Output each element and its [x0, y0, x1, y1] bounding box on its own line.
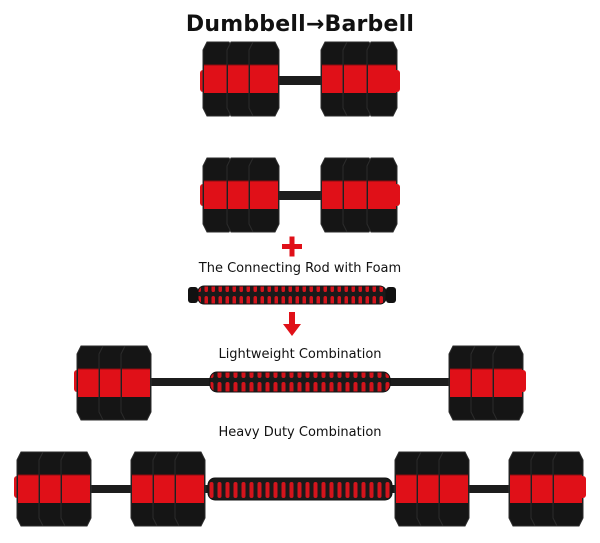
dumbbell-bottom-image [200, 157, 400, 233]
connecting-rod-image [188, 285, 396, 305]
dumbbell-top-image [200, 41, 400, 117]
lightweight-barbell-image [74, 345, 526, 421]
heavy-duty-combination-label: Heavy Duty Combination [218, 425, 382, 440]
arrow-down-icon [283, 312, 301, 336]
page-title: Dumbbell→Barbell [185, 12, 415, 37]
heavy-duty-barbell-image [14, 451, 586, 527]
plus-icon [282, 236, 302, 257]
connecting-rod-label: The Connecting Rod with Foam [198, 261, 402, 276]
lightweight-combination-label: Lightweight Combination [218, 347, 382, 362]
